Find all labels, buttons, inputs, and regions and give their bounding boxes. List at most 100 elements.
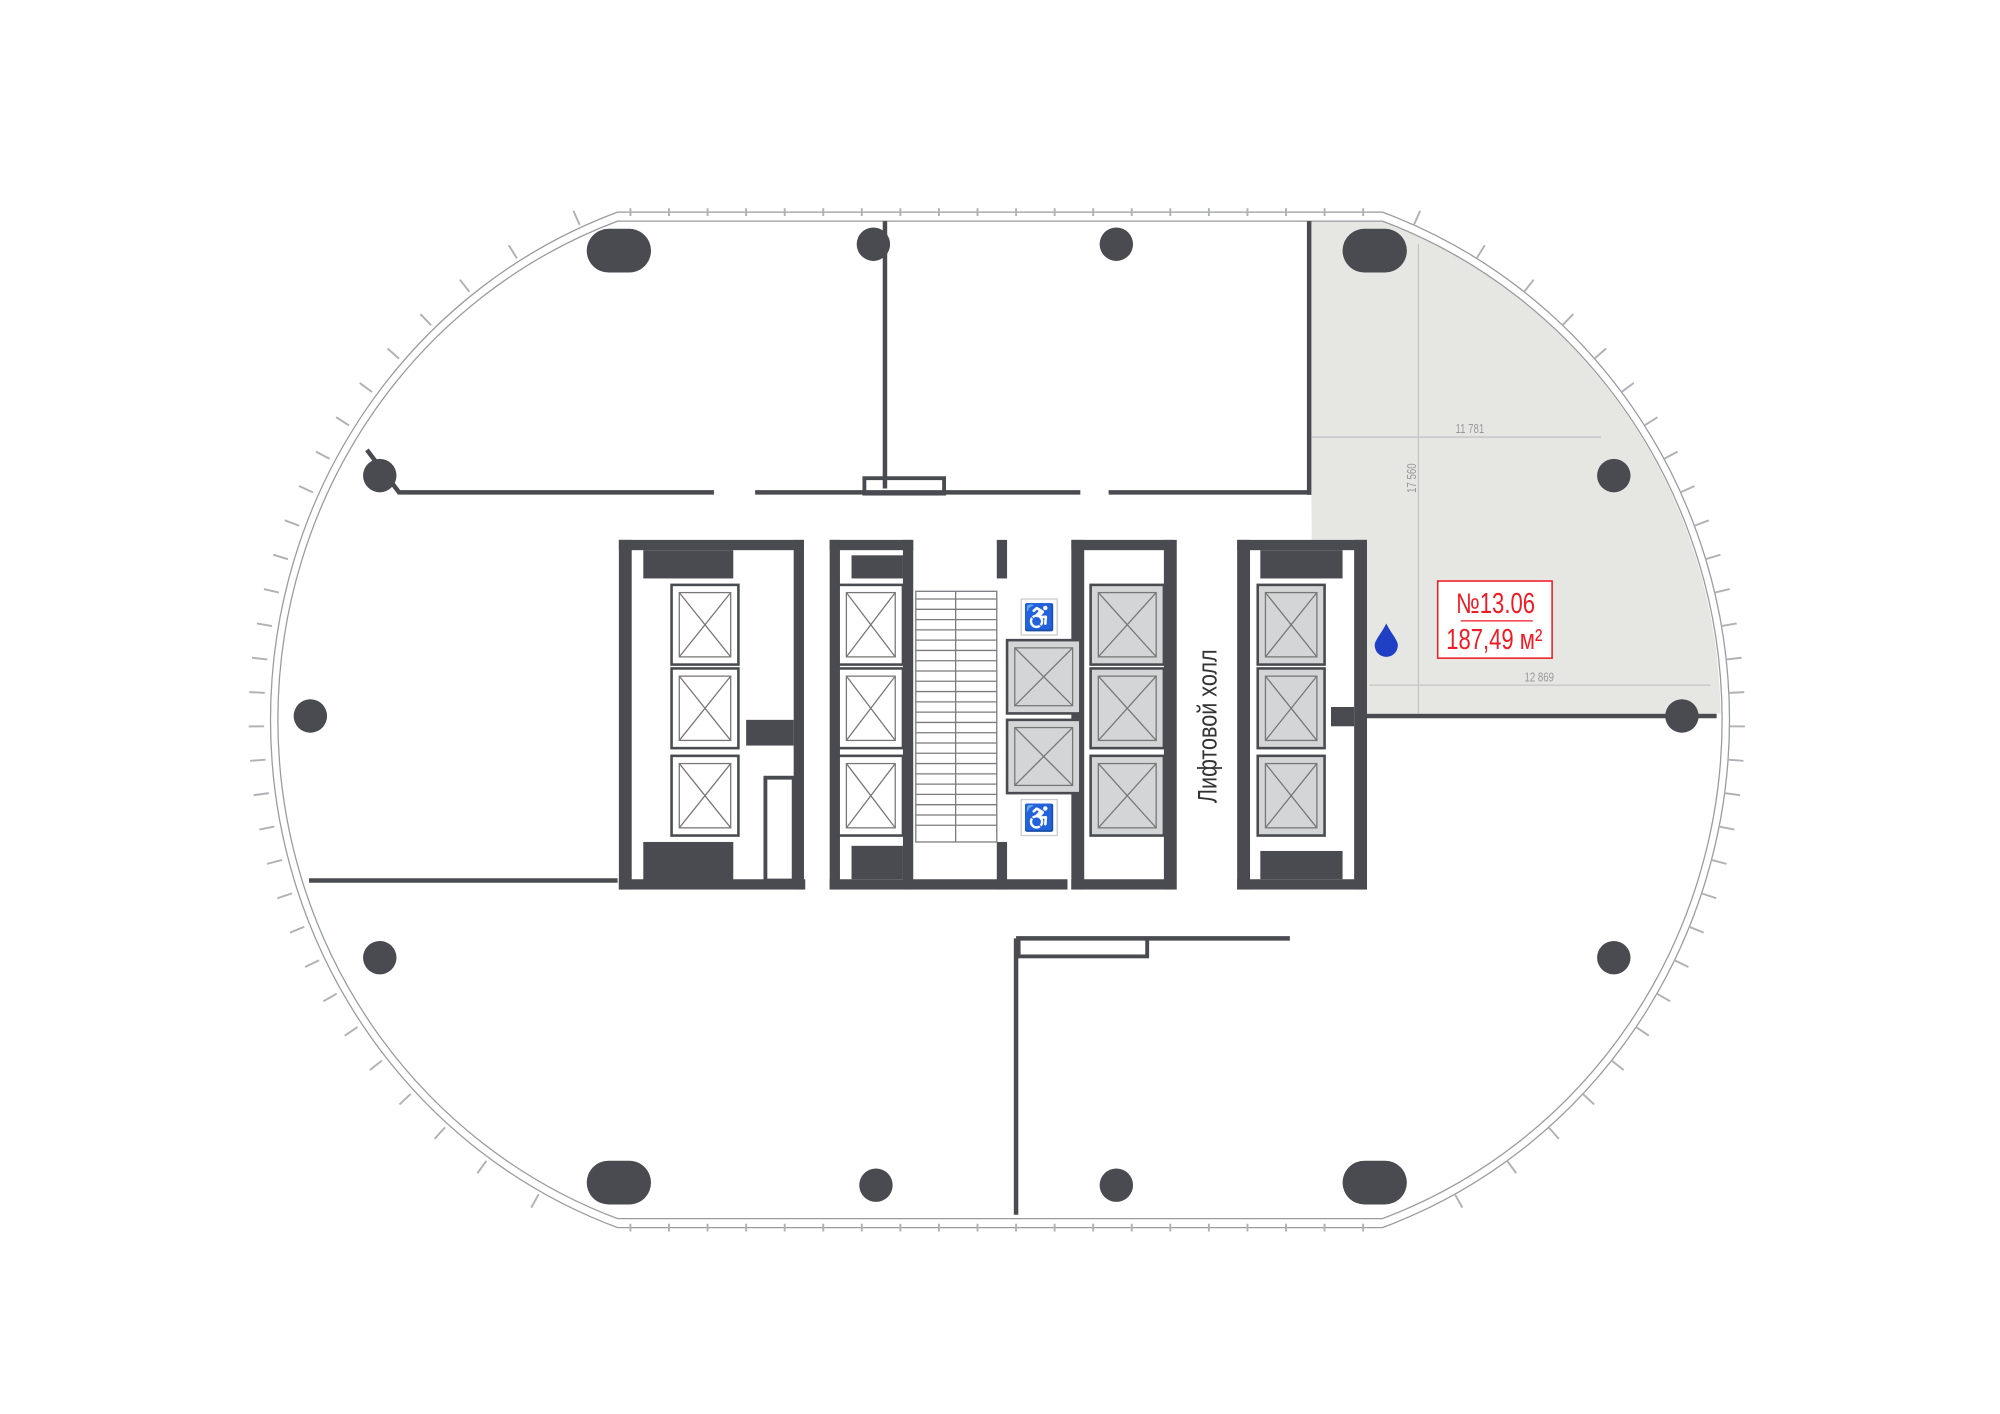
mullion-tick [572,210,581,226]
facade-mullions [248,208,1745,1232]
elevator-icon [1264,675,1318,741]
column [293,699,328,733]
staircase [915,590,998,843]
mullion-tick [344,1026,359,1037]
mullion-tick [289,925,305,934]
mullion-tick [1705,553,1721,561]
elevator-icon [845,591,896,658]
mullion-tick [398,1093,412,1106]
mullion-tick [284,519,300,527]
mullion-tick [1611,1059,1625,1071]
elevator-icon [1014,647,1074,707]
column [1597,940,1631,975]
mullion-tick [1523,279,1535,293]
unit-13-06-area[interactable] [1309,221,1721,714]
elevator-icon [678,675,732,741]
elevator-icon [1264,675,1318,742]
elevator-icon [845,763,896,829]
mullion-tick [249,691,265,694]
mullion-tick [263,588,280,594]
mullion-tick [1674,959,1689,968]
mullion-tick [1701,892,1717,900]
elevator-icon [845,592,896,658]
dimension-depth: 17 560 [1406,463,1420,492]
elevator-car [670,754,740,837]
elevator-hall-label: Лифтовой холл [1193,649,1223,803]
mullion-tick [298,485,314,494]
dimension-bottom-width: 12 869 [1525,671,1554,685]
svg-text:♿: ♿ [1023,602,1055,632]
mullion-tick [419,313,432,326]
elevator-icon [1097,592,1157,658]
mullion-tick [1547,1126,1560,1140]
elevator-icon [1264,591,1318,658]
mullion-tick [253,792,270,797]
column [586,228,651,273]
mullion-tick [1714,588,1730,594]
columns [293,227,1699,1205]
elevator-group [670,583,1326,837]
mullion-tick [1728,691,1745,694]
column [586,1160,651,1205]
elevator-icon [845,762,896,829]
mullion-tick [1593,347,1607,360]
water-drop-icon [1374,623,1398,657]
elevator-icon [845,675,896,742]
mullion-tick [359,382,373,393]
elevator-icon [1097,675,1157,741]
mullion-tick [251,656,268,661]
mullion-tick [1454,1193,1464,1209]
mullion-tick [1643,416,1659,427]
column [1665,699,1699,733]
mullion-tick [1561,313,1574,326]
elevator-icon [678,592,732,658]
mullion-tick [266,859,283,865]
mullion-tick [1620,382,1635,393]
column [363,458,397,493]
elevator-icon [1264,592,1318,658]
elevator-icon [1264,763,1318,829]
column [363,940,397,975]
elevator-icon [1097,762,1157,829]
mullion-tick [433,1126,446,1140]
elevator-icon [845,675,896,741]
mullion-tick [1412,210,1422,226]
elevator-icon [1014,727,1074,786]
building-core [618,539,1367,890]
mullion-tick [1656,992,1671,1003]
mullion-tick [259,825,275,831]
elevator-icon [678,762,732,829]
dimension-top-width: 11 781 [1455,423,1484,437]
elevator-icon [678,591,732,658]
column [1342,228,1407,273]
elevator-icon [1014,647,1074,707]
wheelchair-icon: ♿ [1020,598,1058,636]
mullion-tick [322,992,338,1003]
facade [269,211,1731,1229]
column [856,227,891,261]
mullion-tick [1721,622,1737,627]
mullion-tick [1724,792,1741,797]
mullion-tick [386,347,400,360]
mullion-tick [369,1059,383,1071]
mullion-tick [507,244,518,259]
shaft [1016,936,1150,959]
column [1597,458,1631,493]
unit-label[interactable]: №13.06 187,49 м² [1436,580,1553,659]
mullion-tick [277,892,293,900]
svg-text:♿: ♿ [1023,803,1055,833]
elevator-car [837,667,905,750]
mullion-tick [272,553,289,561]
elevator-icon [1097,675,1157,742]
partition-walls [309,221,1717,1215]
mullion-tick [315,450,331,460]
mullion-tick [1711,859,1727,865]
mullion-tick [1582,1093,1595,1106]
elevator-icon [678,763,732,829]
mullion-tick [1718,825,1735,831]
mullion-tick [530,1193,540,1209]
elevator-car [670,667,740,750]
mullion-tick [476,1160,488,1174]
unit-number: №13.06 [1456,589,1535,620]
mullion-tick [1635,1026,1650,1037]
